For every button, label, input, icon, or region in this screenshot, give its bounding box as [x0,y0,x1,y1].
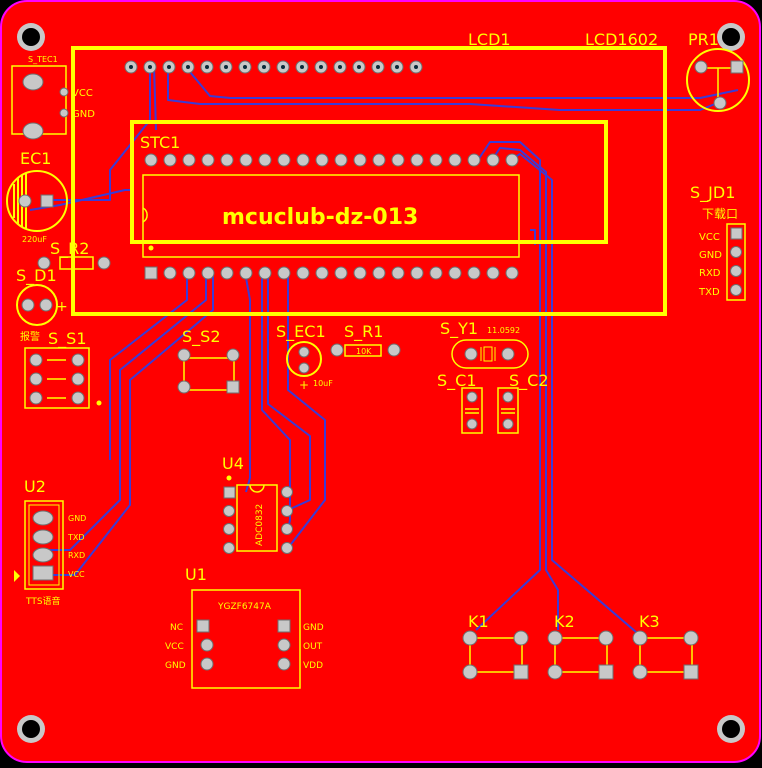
s-r1-ref: S_R1 [344,322,383,342]
s-ec1-capacitor: + S_EC1 10uF [276,322,333,392]
u1-right-pin-2: OUT [303,642,323,652]
s-c1-ref: S_C1 [437,371,477,391]
stc1-bottom-pads [144,266,519,280]
u1-chip: YGZF6747A [217,602,272,612]
u2-pin-2: TXD [67,533,85,542]
s-jd1-title: 下载口 [702,207,738,221]
u4-adc: U4 ADC0832 [222,454,293,554]
s-c2-capacitor: S_C2 [497,371,549,434]
s-y1-value: 11.0592 [487,326,520,335]
stc1-outline [130,120,608,244]
u1-right-pin-3: VDD [303,661,323,671]
k1-ref: K1 [468,612,489,631]
lcd1-value: LCD1602 [585,30,658,49]
s-s1-ref: S_S1 [48,329,87,349]
u2-note: TTS语音 [25,595,61,607]
s-r2-ref: S_R2 [50,239,89,259]
k1-key: K1 [462,612,529,680]
k3-ref: K3 [639,612,660,631]
u1-left-pin-1: NC [170,623,183,633]
stc1-ref: STC1 [140,133,180,152]
s-r2-resistor: S_R2 [37,239,111,270]
lcd1-header-pads [124,60,423,74]
k2-key: K2 [547,612,614,680]
k3-key: K3 [632,612,699,680]
u1-left-pin-2: VCC [165,642,184,652]
svg-text:+: + [56,299,68,315]
s-y1-ref: S_Y1 [440,319,478,339]
u2-pin-3: RXD [68,551,85,560]
s-c1-capacitor: S_C1 [437,371,483,434]
u4-chip: ADC0832 [255,504,265,546]
s-tec1-ref: S_TEC1 [28,55,58,64]
u2-tts-header: U2 GND TXD RXD VCC TTS语音 [14,477,86,607]
s-jd1-pin-4: TXD [698,287,720,298]
s-s2-ref: S_S2 [182,327,221,347]
s-s1-switch: S_S1 [24,329,102,409]
s-tec1: S_TEC1 VCC GND [11,55,95,140]
u4-ref: U4 [222,454,244,473]
lcd1-ref: LCD1 [468,30,511,49]
ec1-ref: EC1 [20,149,51,168]
u2-pin-4: VCC [68,570,85,579]
s-c2-ref: S_C2 [509,371,549,391]
u2-pin-1: GND [68,514,86,523]
pr1-ref: PR1 [688,30,719,49]
mounting-holes [17,23,745,743]
stc1-top-pads [144,153,519,167]
s-tec1-vcc: VCC [72,88,93,99]
ec1-value: 220uF [22,235,47,244]
s-jd1-ref: S_JD1 [690,183,735,203]
s-jd1-pin-1: VCC [699,232,720,243]
s-s2-button: S_S2 [177,327,240,394]
s-ec1-value: 10uF [313,379,333,388]
u1-left-pin-3: GND [165,661,186,671]
lcd1-outline [71,46,667,316]
s-jd1-pin-2: GND [699,250,722,261]
copper-traces [29,65,739,633]
u1-sensor: U1 YGZF6747A NC VCC GND GND OUT VDD [165,565,324,689]
ec1-capacitor: EC1 220uF [6,149,68,244]
s-jd1-pin-3: RXD [699,268,721,279]
s-ec1-ref: S_EC1 [276,322,326,342]
u1-right-pin-1: GND [303,623,324,633]
board-name: mcuclub-dz-013 [222,205,418,230]
s-d1-note: 报警 [20,330,40,343]
s-y1-crystal: S_Y1 11.0592 [440,319,529,369]
stc1-body [142,174,520,258]
s-d1-buzzer: + S_D1 报警 [16,266,68,343]
k2-ref: K2 [554,612,575,631]
u1-ref: U1 [185,565,207,584]
s-r1-resistor: S_R1 10K [330,322,401,357]
svg-text:+: + [299,378,309,392]
u2-ref: U2 [24,477,46,496]
pr1-photoresistor: PR1 [686,30,750,112]
s-r1-value: 10K [356,347,372,356]
s-tec1-gnd: GND [72,109,95,120]
s-d1-ref: S_D1 [16,266,57,286]
s-jd1-header: S_JD1 下载口 VCC GND RXD TXD [690,183,746,301]
